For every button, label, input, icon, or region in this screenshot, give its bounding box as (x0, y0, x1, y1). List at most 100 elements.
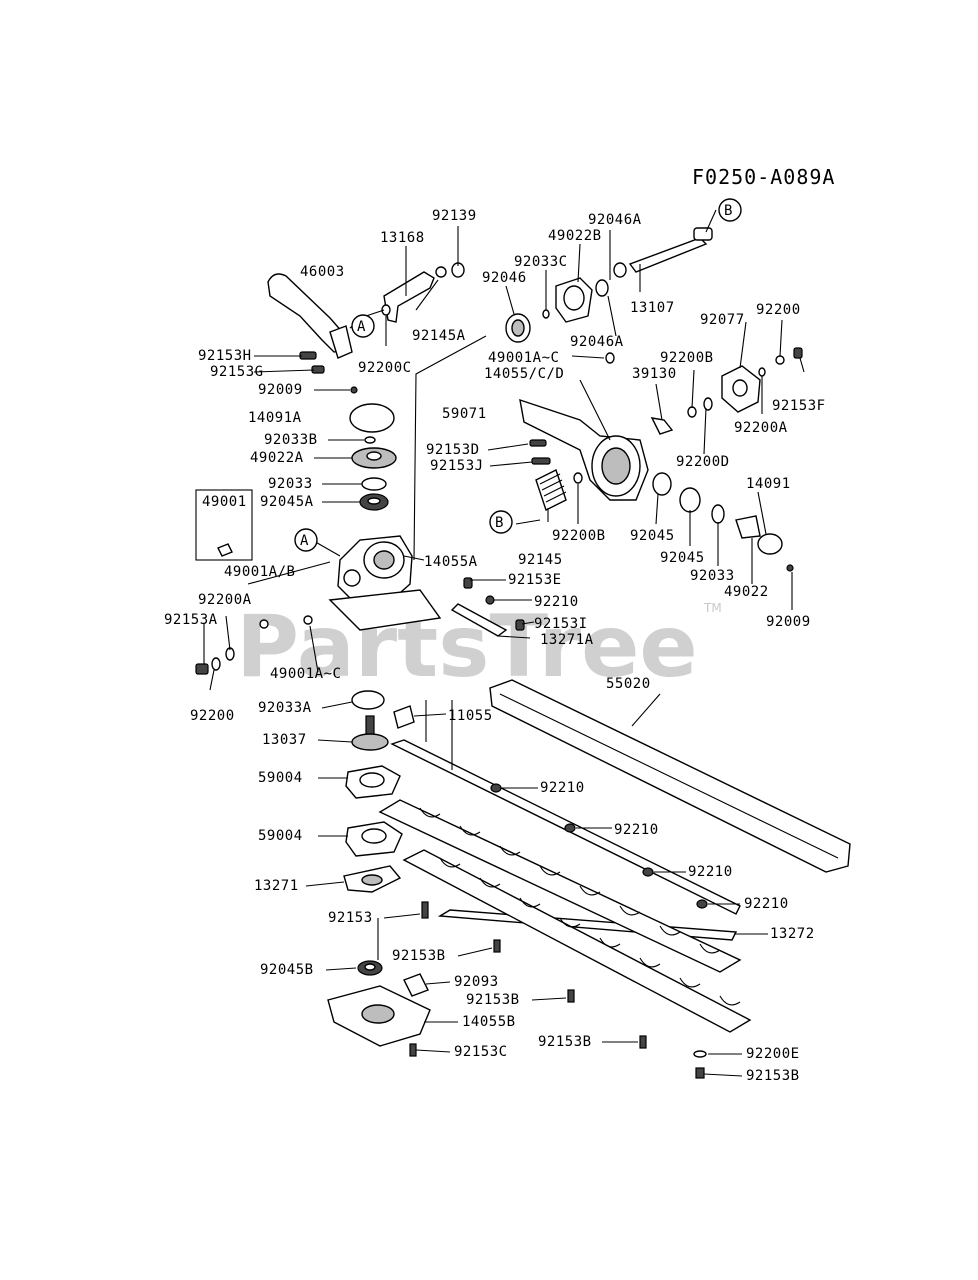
label-92077: 92077 (700, 312, 745, 328)
bearing-92046A-b (613, 262, 627, 278)
nut-92210-d (696, 899, 708, 909)
label-92145A: 92145A (412, 328, 466, 344)
bolt-92153A (195, 663, 209, 675)
bolt-92153B-b (567, 989, 575, 1003)
label-49022A: 49022A (250, 450, 304, 466)
label-92210-d: 92210 (744, 896, 789, 912)
blade-teeth (419, 807, 741, 1006)
label-92200B-top: 92200B (660, 350, 714, 366)
label-59004-a: 59004 (258, 770, 303, 786)
bolt-92153B-d (695, 1067, 705, 1079)
label-13271: 13271 (254, 878, 299, 894)
label-92045B: 92045B (260, 962, 314, 978)
label-49001A-B: 49001A/B (224, 564, 295, 580)
label-92153C: 92153C (454, 1044, 508, 1060)
ring-92033C (542, 309, 550, 319)
callout-A-left: A (300, 533, 309, 549)
label-13271A: 13271A (540, 632, 594, 648)
washer-92200B-mid (573, 472, 583, 484)
bearing-92046A-a (595, 279, 609, 297)
washer-92200B (687, 406, 697, 418)
washer-92200D (703, 397, 713, 411)
label-92200D: 92200D (676, 454, 730, 470)
washer-92200-top (775, 355, 785, 365)
nut-92210-c (642, 867, 654, 877)
pin-49001A-C-left (303, 615, 313, 625)
washer-92200E (693, 1050, 707, 1058)
label-92046A-mid: 92046A (570, 334, 624, 350)
label-11055: 11055 (448, 708, 493, 724)
label-46003: 46003 (300, 264, 345, 280)
label-92210-c: 92210 (688, 864, 733, 880)
label-92045-b: 92045 (660, 550, 705, 566)
ring-92033-right (711, 504, 725, 524)
bolt-92153B-a (493, 939, 501, 953)
screw-92153G (311, 365, 325, 374)
label-92153B-d: 92153B (746, 1068, 800, 1084)
label-92200C: 92200C (358, 360, 412, 376)
handle-bracket (329, 325, 353, 359)
label-92009-left: 92009 (258, 382, 303, 398)
label-13107: 13107 (630, 300, 675, 316)
screw-92009-left (350, 386, 358, 394)
label-92200-left: 92200 (190, 708, 235, 724)
nut-92210-top (485, 595, 495, 605)
label-59004-b: 59004 (258, 828, 303, 844)
label-92200A-top: 92200A (734, 420, 788, 436)
callout-B-mid: B (495, 515, 504, 531)
label-92153I: 92153I (534, 616, 588, 632)
label-92033A: 92033A (258, 700, 312, 716)
housing-base (328, 589, 442, 631)
label-92153D: 92153D (426, 442, 480, 458)
label-92093: 92093 (454, 974, 499, 990)
box-49001 (195, 489, 253, 561)
clip-92093 (403, 973, 429, 997)
label-92046: 92046 (482, 270, 527, 286)
handle-46003 (267, 273, 345, 353)
label-13037: 13037 (262, 732, 307, 748)
bolt-92153J (531, 457, 551, 465)
leader-lines (203, 209, 805, 1077)
nut-92210-a (490, 783, 502, 793)
lever-13168 (383, 271, 435, 323)
label-49022: 49022 (724, 584, 769, 600)
bolt-92153 (421, 901, 429, 919)
diagram-code: F0250-A089A (692, 165, 835, 189)
label-14055B: 14055B (462, 1014, 516, 1030)
label-55020: 55020 (606, 676, 651, 692)
bearing-92045-b (679, 487, 701, 513)
label-92009-right: 92009 (766, 614, 811, 630)
nut-92210-b (564, 823, 576, 833)
ring-92033-left (361, 477, 387, 491)
bearing-92045-a (652, 472, 672, 496)
gear-49022 (735, 515, 761, 539)
ring-92033B (364, 436, 376, 444)
label-92200-top: 92200 (756, 302, 801, 318)
screw-92153H (299, 351, 317, 360)
label-49001A-C-top: 49001A~C (488, 350, 559, 366)
label-49022B: 49022B (548, 228, 602, 244)
label-92153H: 92153H (198, 348, 252, 364)
washer-92200 (211, 657, 221, 671)
cap-14091 (757, 533, 783, 555)
cap-14091A (349, 403, 395, 433)
label-92210-a: 92210 (540, 780, 585, 796)
label-92033-left: 92033 (268, 476, 313, 492)
holder-11055 (393, 705, 415, 729)
label-14091: 14091 (746, 476, 791, 492)
label-92153B-a: 92153B (392, 948, 446, 964)
label-92153E: 92153E (508, 572, 562, 588)
label-49001A-C-left: 49001A~C (270, 666, 341, 682)
label-92153J: 92153J (430, 458, 484, 474)
bolt-92153C (409, 1043, 417, 1057)
label-92153F: 92153F (772, 398, 826, 414)
part-drawings (195, 227, 851, 1079)
crank-13037 (351, 733, 389, 751)
callout-circle-A-left (294, 528, 318, 552)
label-92153A: 92153A (164, 612, 218, 628)
callouts: A A B B (294, 198, 742, 552)
bolt-92153I (515, 619, 525, 631)
blade-upper (378, 799, 742, 973)
ring-92033A (351, 690, 385, 710)
